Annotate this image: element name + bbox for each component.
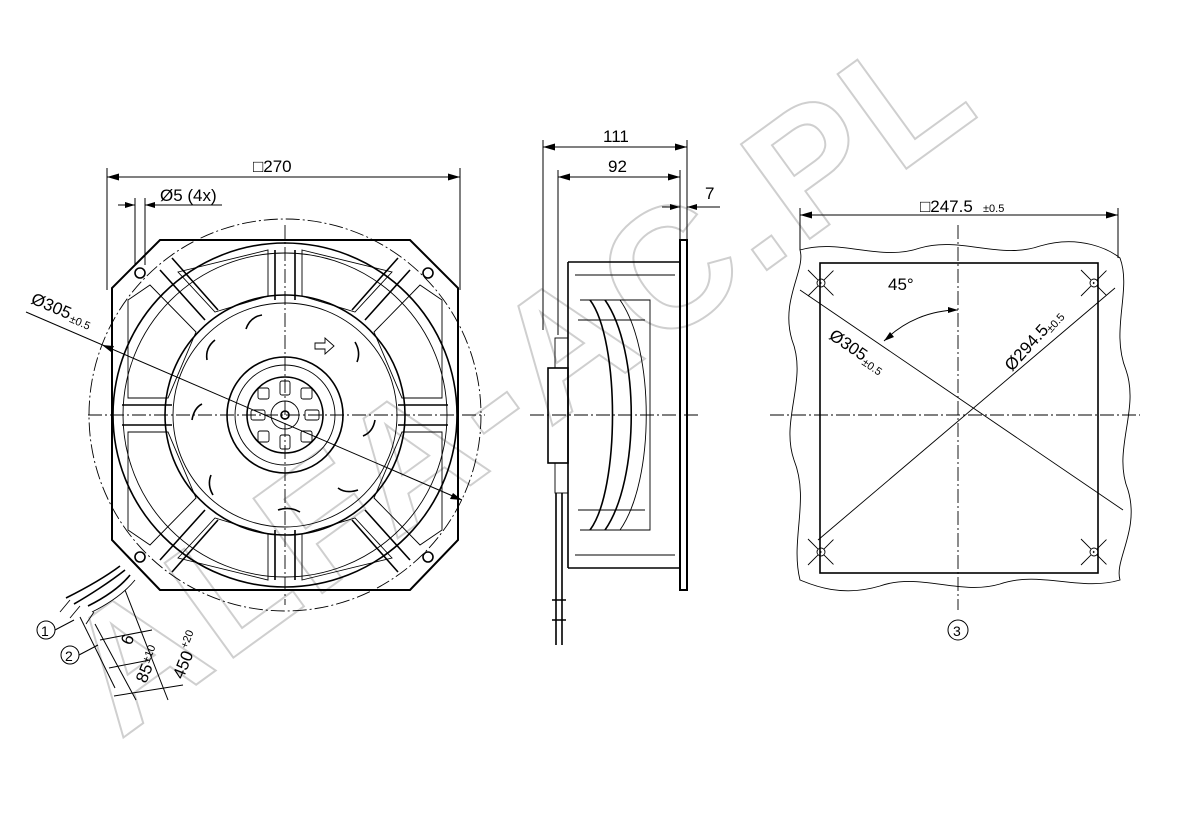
cutout-diagonal-2 [799,289,1124,511]
callout-2: 2 [60,644,99,665]
cutout-square [819,262,1099,574]
rotation-arrow-icon [314,336,335,356]
dim-holes-label: Ø5 (4x) [160,186,217,205]
dim-cutout-outer-tol: ±0.5 [859,357,883,379]
dim-angle-label: 45° [888,275,914,294]
mounting-hole-icon [422,267,434,279]
outer-diameter-circle [88,218,482,612]
hub-slots [250,380,320,450]
dim-flange: 7 [662,184,720,210]
support-struts [122,250,448,580]
dim-cutout-outer-diameter: Ø305 ±0.5 [826,326,884,379]
dim-outer-diameter-label: Ø305 [28,289,74,323]
dim-cutout-square-label: □247.5 [920,197,973,216]
cutout-view: 45° □247.5 ±0.5 Ø305 ±0.5 Ø294.5 ±0.5 3 [770,197,1140,641]
side-view: 111 92 7 [530,127,720,645]
callout-3: 3 [947,619,969,641]
cutout-hole-icon [1089,278,1099,288]
dim-cutout-square-tol: ±0.5 [983,203,1004,215]
dim-body-depth: 92 [557,157,681,335]
side-cable [552,493,566,645]
mounting-hole-icon [134,551,146,563]
callout-1: 1 [36,619,75,640]
callout-3-label: 3 [953,623,961,639]
cutout-hole-icon [816,547,826,557]
cutout-diagonal-1 [817,287,1116,541]
dim-bolt-circle: Ø294.5 ±0.5 [1001,311,1068,374]
cutout-break-line [788,241,1132,592]
dim-body-depth-label: 92 [608,157,627,176]
callout-2-label: 2 [65,648,73,664]
mounting-hole-icon [134,267,146,279]
dim-outer-diameter-tol: ±0.5 [68,313,92,332]
cutout-hole-icon [1089,547,1099,557]
cable-leads [59,565,136,625]
mounting-hole-icon [422,551,434,563]
impeller-blades [191,314,376,513]
cutout-hole-icon [816,278,826,288]
dim-total-depth: 111 [542,127,688,330]
mounting-holes [134,267,434,563]
dim-flange-label: 7 [705,184,714,203]
callout-1-label: 1 [41,623,49,639]
cutout-holes [807,269,1108,566]
fan-housing-outline [111,239,459,591]
dim-cutout-square: □247.5 ±0.5 [799,197,1119,258]
dim-holes: Ø5 (4x) [118,186,222,265]
dim-frame-270: □270 [106,157,461,290]
dim-frame-label: □270 [253,157,292,176]
dim-total-depth-label: 111 [603,127,629,146]
angle-arc [883,309,959,342]
housing-panels [127,249,443,581]
